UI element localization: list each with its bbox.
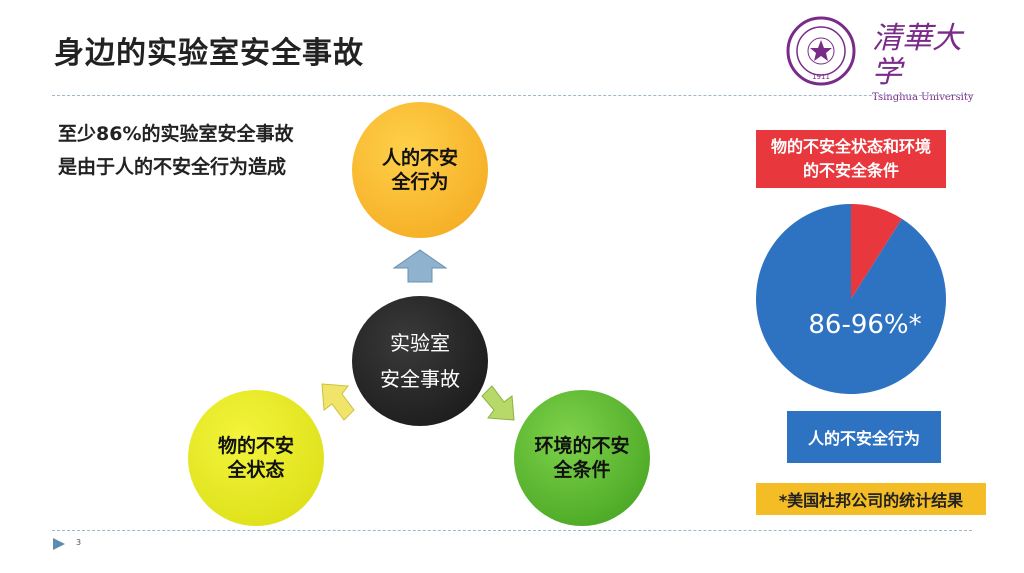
arrow-down-right-icon	[481, 385, 515, 421]
arrow-up-icon	[392, 249, 448, 283]
pie-slice-unsafe-behavior	[756, 204, 946, 394]
circle-center-line2: 安全事故	[380, 367, 460, 391]
pie-label-red: 物的不安全状态和环境的不安全条件	[756, 130, 946, 188]
circle-unsafe-state: 物的不安全状态	[188, 390, 324, 526]
circle-left-label: 物的不安全状态	[217, 435, 294, 481]
pie-label-blue: 人的不安全行为	[787, 411, 941, 463]
logo-chinese-name: 清華大学	[872, 21, 962, 90]
circle-unsafe-condition: 环境的不安全条件	[514, 390, 650, 526]
seal-year: 1911	[812, 73, 830, 81]
source-note: *美国杜邦公司的统计结果	[756, 483, 986, 515]
header-divider	[52, 95, 972, 96]
pie-label-red-text: 物的不安全状态和环境的不安全条件	[771, 137, 932, 180]
pie-slice-unsafe-conditions	[851, 204, 902, 299]
circle-center-line1: 实验室	[390, 331, 450, 355]
intro-text: 至少86%的实验室安全事故是由于人的不安全行为造成	[58, 123, 294, 178]
page-title: 身边的实验室安全事故	[54, 36, 364, 71]
university-logo-text: 清華大学 Tsinghua University	[872, 21, 982, 104]
pie-chart	[756, 204, 946, 394]
play-triangle-icon	[53, 538, 65, 550]
circle-right-label: 环境的不安全条件	[534, 435, 630, 481]
circle-top-label: 人的不安全行为	[381, 147, 458, 193]
page-number: 3	[76, 538, 82, 547]
circle-lab-accident: 实验室 安全事故	[352, 296, 488, 426]
footer-divider	[52, 530, 972, 531]
pie-center-label: 86-96%*	[808, 310, 922, 340]
arrow-down-left-icon	[321, 383, 355, 421]
circle-unsafe-behavior: 人的不安全行为	[352, 102, 488, 238]
tsinghua-seal-logo: 1911	[786, 16, 856, 86]
logo-english-name: Tsinghua University	[872, 92, 974, 103]
